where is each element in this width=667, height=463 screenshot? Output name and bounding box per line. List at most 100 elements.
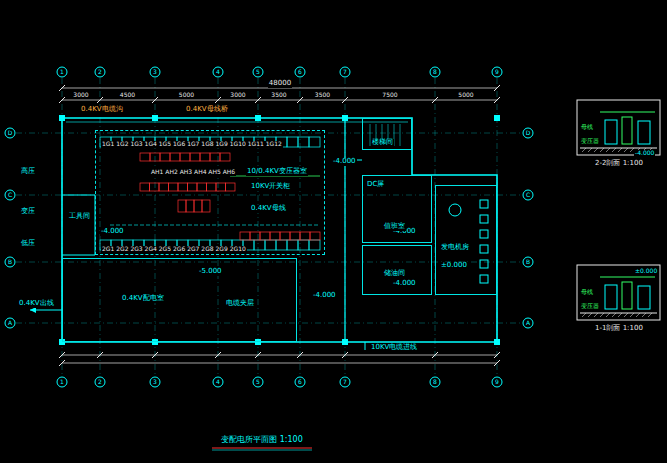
transformer-symbol [160,153,170,161]
room-outline: 0.4KV配电室 [62,258,297,342]
cabinet-symbol [276,240,287,250]
transformer-symbol [270,232,280,240]
room-name: 楼梯间 [371,139,394,147]
plan-label: ±0.000 [440,262,468,270]
plan-label: -4.000 [332,158,357,166]
dimension-tick [59,360,65,366]
wall-line [66,122,408,123]
axis-bubble [5,128,15,138]
transformer-symbol [140,153,150,161]
dimension-tick [59,352,65,358]
transformer-symbol [140,183,150,191]
plan-label: 高压 [20,168,36,176]
axis-number: C [525,192,531,199]
hatch-line [648,313,652,317]
dimension-tick [59,85,65,91]
axis-bubble [492,377,502,387]
plan-label: 48000 [268,80,292,88]
transformer-symbol [638,286,650,309]
axis-number: D [525,130,532,137]
title-underline [212,450,312,451]
axis-bubble [430,67,440,77]
transformer-symbol [169,183,179,191]
transformer-symbol [150,153,160,161]
section-frame [577,100,660,155]
axis-line [16,133,522,134]
axis-number: 2 [97,69,103,76]
cabinet-symbol [622,282,632,309]
transformer-symbol [220,153,230,161]
transformer-symbol [226,183,236,191]
transformer-symbol [170,153,180,161]
plan-label: 变压 [20,208,36,216]
plan-label: -4.000 [100,228,125,236]
axis-number: 6 [297,69,303,76]
dimension-line [62,100,497,101]
dimension-tick [152,352,158,358]
dimension-tick [255,352,261,358]
axis-number: B [525,259,531,266]
plan-label: 3500 [314,92,331,99]
room-name: 0.4KV配电室 [121,295,165,303]
transformer-symbol [194,200,202,212]
hatch-line [588,148,592,152]
plan-label: 7500 [381,92,398,99]
plan-label: 5000 [457,92,474,99]
axis-bubble [57,377,67,387]
dimension-tick [97,97,103,103]
axis-number: 1 [59,379,65,386]
axis-bubble [5,257,15,267]
cabinet-symbol [309,240,320,250]
axis-number: 4 [215,379,221,386]
room-name: 值班室 [383,223,406,231]
axis-bubble [340,67,350,77]
axis-line [258,78,259,376]
axis-bubble [430,377,440,387]
busbar-line [600,112,655,113]
transformer-symbol [605,285,617,309]
dimension-tick [432,352,438,358]
axis-bubble [213,67,223,77]
plan-label: 0.4KV母线 [250,205,287,213]
column-marker [495,116,500,121]
axis-number: 8 [432,69,438,76]
axis-bubble [253,67,263,77]
axis-bubble [5,318,15,328]
column-marker [153,340,158,345]
plan-label: 母线 [580,289,594,296]
cabinet-symbol [298,137,309,147]
plan-label: 2-2剖面 1:100 [594,160,644,168]
axis-number: A [525,320,531,327]
transformer-symbol [180,153,190,161]
busbar-line [600,277,655,278]
axis-line [16,195,522,196]
plan-label: -4.000 [312,292,337,300]
transformer-symbol [188,183,198,191]
equipment-box [480,230,488,238]
axis-line [300,78,301,376]
equipment-box [480,245,488,253]
dimension-tick [215,352,221,358]
axis-bubble [95,377,105,387]
axis-bubble [213,377,223,387]
cabinet-symbol [287,240,298,250]
transformer-symbol [260,232,270,240]
equipment-box [480,275,488,283]
plan-label: 10KV电缆进线 [370,344,418,352]
axis-bubble [150,377,160,387]
room-name: 发电机房 [440,244,470,252]
transformer-symbol [300,232,310,240]
transformer-symbol [216,183,226,191]
room-outline: 发电机房 [435,185,497,295]
dimension-line [62,363,497,364]
axis-number: 3 [152,69,158,76]
axis-number: 5 [255,69,261,76]
axis-number: 9 [494,69,500,76]
axis-number: A [7,320,13,327]
title-underline [212,448,312,449]
plan-label: 低压 [20,240,36,248]
hatch-line [582,313,586,317]
axis-bubble [340,377,350,387]
axis-bubble [150,67,160,77]
transformer-symbol [200,153,210,161]
